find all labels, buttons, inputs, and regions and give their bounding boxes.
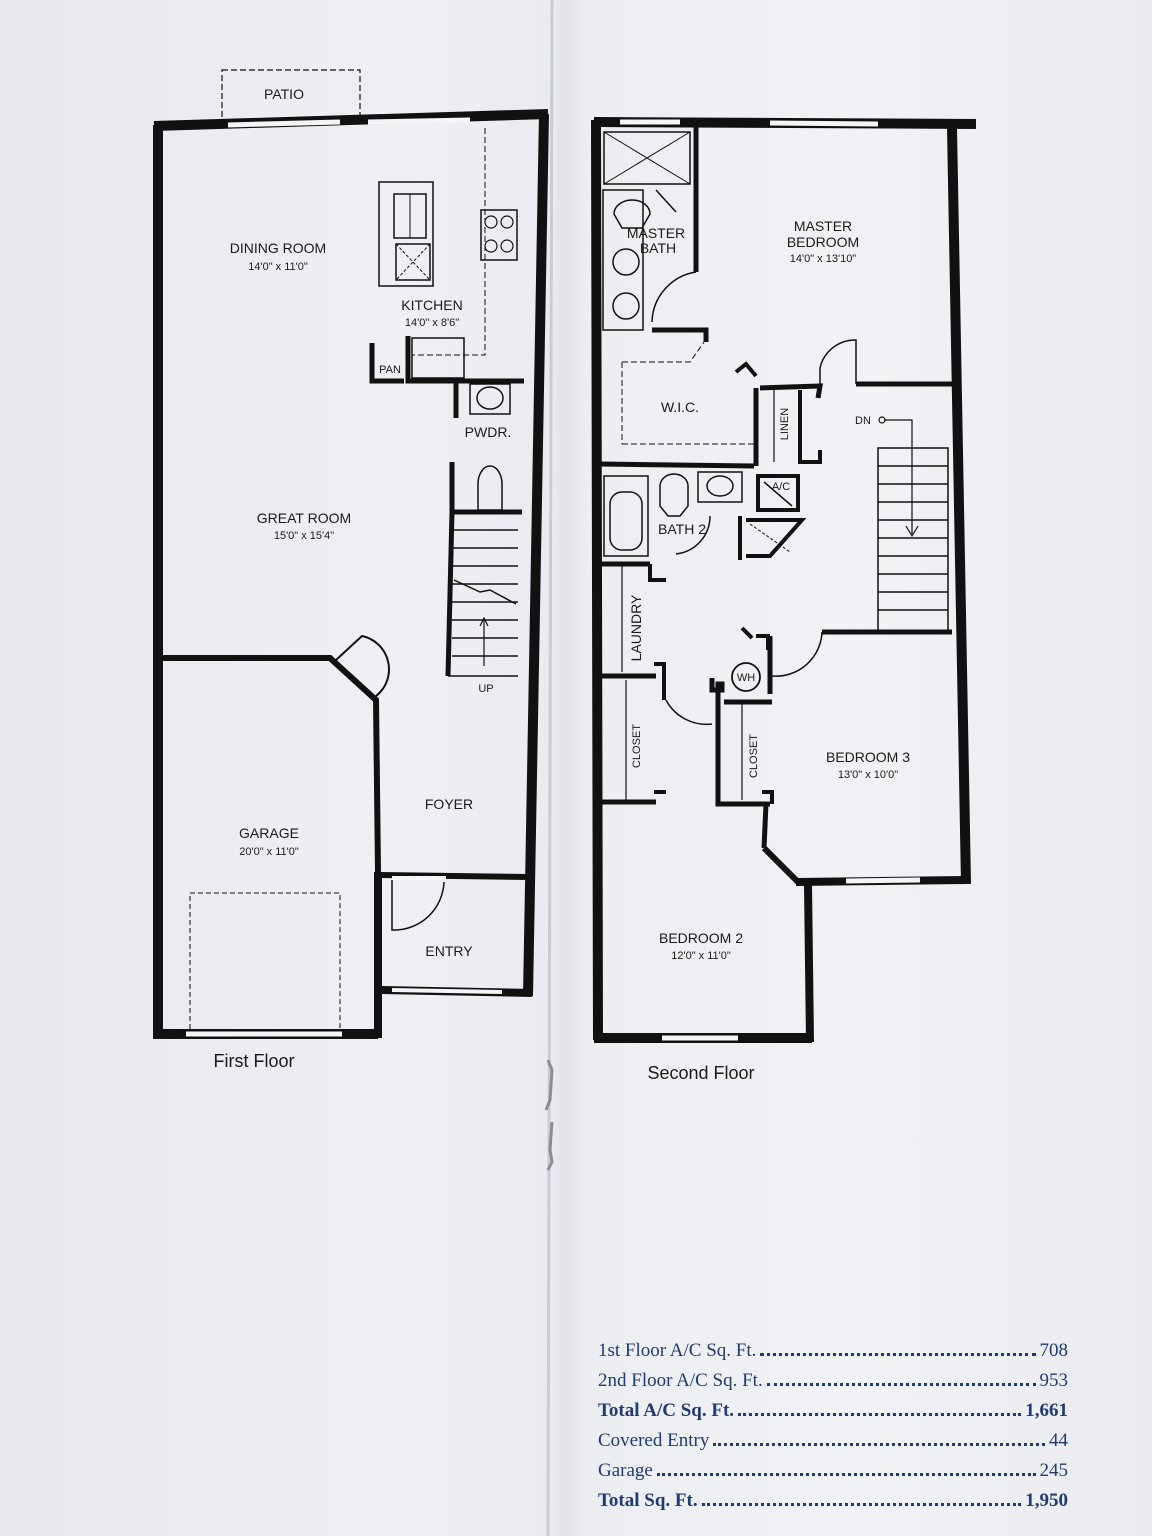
master-bedroom-label-2: BEDROOM [787, 234, 859, 250]
bath-2-label: BATH 2 [658, 521, 706, 537]
area-row-second-floor: 2nd Floor A/C Sq. Ft. 953 [598, 1370, 1068, 1400]
area-value: 953 [1039, 1370, 1069, 1391]
kitchen-dimensions: 14'0" x 8'6" [405, 317, 459, 329]
powder-room-label: PWDR. [465, 424, 512, 440]
stair-down-label: DN [855, 415, 871, 427]
master-bath-label-2: BATH [640, 240, 676, 256]
closet-left-label: CLOSET [631, 724, 643, 768]
patio-label: PATIO [264, 86, 304, 102]
master-bedroom-dimensions: 14'0" x 13'10" [790, 253, 857, 265]
area-label: Covered Entry [598, 1430, 710, 1451]
area-value: 1,661 [1025, 1400, 1068, 1421]
pantry-label: PAN [379, 364, 401, 376]
staple-top [544, 1059, 554, 1111]
page-fold [546, 0, 554, 1536]
area-row-garage: Garage 245 [598, 1460, 1068, 1490]
wic-label: W.I.C. [661, 399, 699, 415]
laundry-label: LAUNDRY [628, 594, 644, 661]
foyer-label: FOYER [425, 796, 473, 812]
garage-dimensions: 20'0" x 11'0" [239, 846, 299, 858]
area-value: 44 [1049, 1430, 1068, 1451]
bedroom-3-dimensions: 13'0" x 10'0" [838, 769, 898, 781]
area-row-total-ac: Total A/C Sq. Ft. 1,661 [598, 1400, 1068, 1430]
bedroom-2-label: BEDROOM 2 [659, 930, 743, 946]
dining-room-label: DINING ROOM [230, 240, 326, 256]
great-room-dimensions: 15'0" x 15'4" [274, 530, 334, 542]
master-bath-label-1: MASTER [627, 225, 685, 241]
great-room-label: GREAT ROOM [257, 510, 351, 526]
area-label: Garage [598, 1460, 653, 1481]
bedroom-3-label: BEDROOM 3 [826, 749, 910, 765]
area-label: Total A/C Sq. Ft. [598, 1400, 735, 1421]
area-row-covered-entry: Covered Entry 44 [598, 1430, 1068, 1460]
linen-label: LINEN [779, 408, 791, 440]
area-row-total: Total Sq. Ft. 1,950 [598, 1490, 1068, 1520]
first-floor-plan [153, 69, 549, 1039]
garage-label: GARAGE [239, 825, 299, 841]
area-value: 1,950 [1025, 1490, 1068, 1511]
stair-up-label: UP [478, 683, 493, 695]
dining-room-dimensions: 14'0" x 11'0" [248, 261, 308, 273]
square-footage-table: 1st Floor A/C Sq. Ft. 708 2nd Floor A/C S… [598, 1340, 1068, 1520]
second-floor-title: Second Floor [647, 1063, 754, 1083]
second-floor-plan [591, 117, 977, 1043]
area-label: 1st Floor A/C Sq. Ft. [598, 1340, 757, 1361]
area-label: 2nd Floor A/C Sq. Ft. [598, 1370, 763, 1391]
area-value: 708 [1039, 1340, 1069, 1361]
staple-bottom [546, 1121, 554, 1171]
kitchen-label: KITCHEN [401, 297, 462, 313]
entry-label: ENTRY [425, 943, 473, 959]
master-bedroom-label-1: MASTER [794, 218, 852, 234]
ac-label: A/C [772, 481, 790, 493]
area-label: Total Sq. Ft. [598, 1490, 698, 1511]
first-floor-title: First Floor [214, 1051, 295, 1071]
closet-right-label: CLOSET [748, 734, 760, 778]
area-row-first-floor: 1st Floor A/C Sq. Ft. 708 [598, 1340, 1068, 1370]
water-heater-label: WH [737, 672, 755, 684]
bedroom-2-dimensions: 12'0" x 11'0" [671, 950, 731, 962]
area-value: 245 [1039, 1460, 1069, 1481]
